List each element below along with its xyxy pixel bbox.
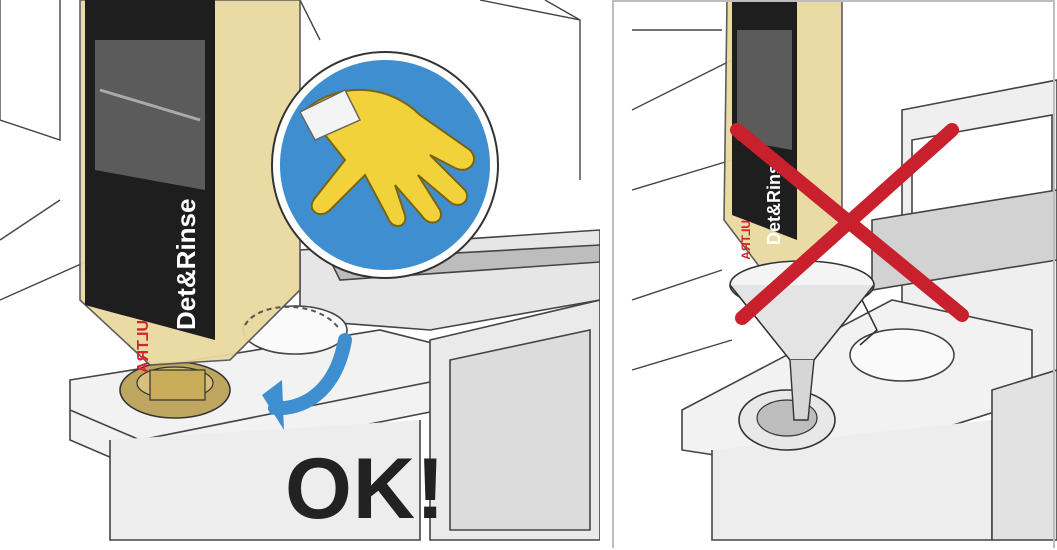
left-illustration: Det&Rinse ULTRA OK! [0,0,600,550]
bottle-sub-label: ULTRA [135,320,152,373]
ok-label: OK! [285,446,446,532]
bottle-sub-label: ULTRA [739,220,753,260]
gloves-icon [272,52,498,278]
bottle-brand-label: Det&Rinse [171,199,201,330]
right-scene: Det&Rinse ULTRA [612,0,1057,550]
right-illustration: Det&Rinse ULTRA [612,0,1057,550]
